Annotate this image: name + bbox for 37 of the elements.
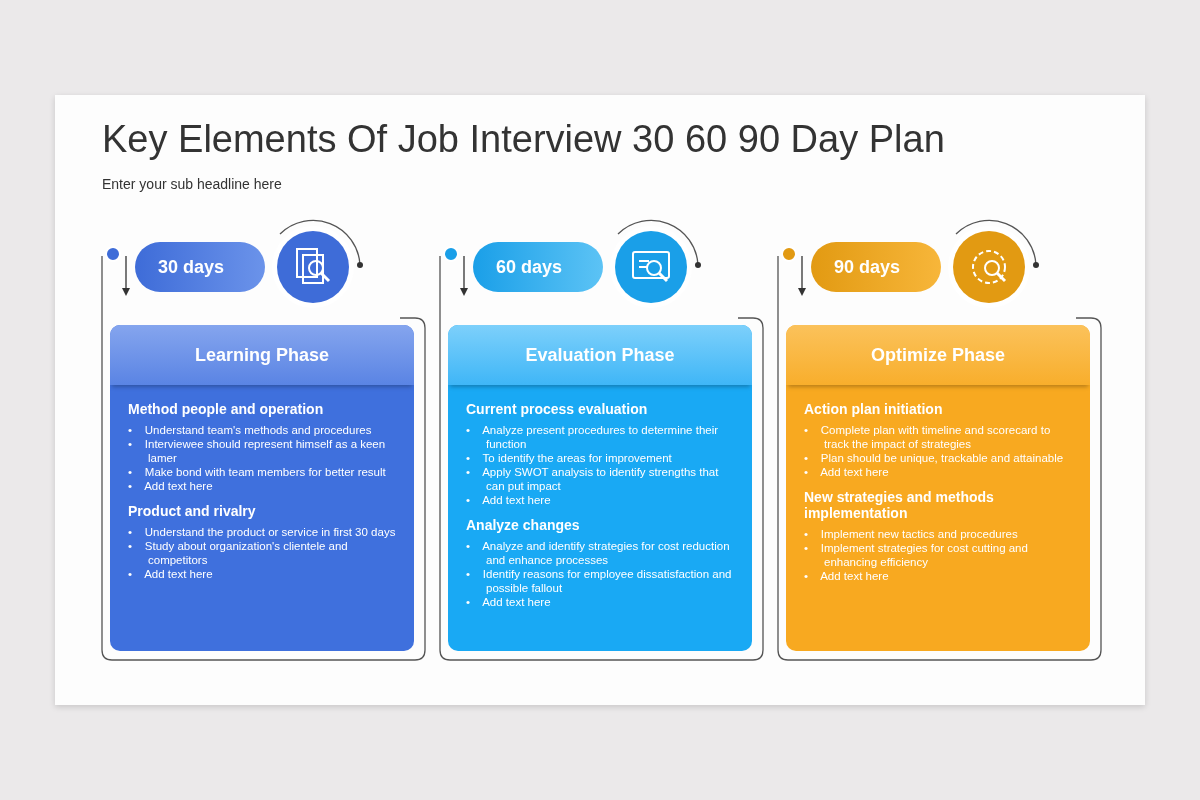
card-header: Evaluation Phase [448,325,752,385]
bullet-text: • To identify the areas for improvement [466,451,673,465]
section-heading: New strategies and methods implementation [804,489,995,521]
bullet-text: • Complete plan with timeline and scorecard to track the impact of strategies [804,423,1052,451]
bullet-text: • Analyze and identify strategies for cost reduction and enhance processes [466,539,731,567]
bullet-text: • Implement new tactics and procedures [804,527,1019,541]
bullet-text: • Implement strategies for cost cutting and enhancing efficiency [804,541,1029,569]
section-heading: Current process evaluation [466,401,649,417]
card-header: Learning Phase [110,325,414,385]
phase-card [110,325,414,651]
bullet-text: • Add text here [128,479,214,493]
bullet-text: • Study about organization's clientele and competitors [128,539,349,567]
section-heading: Method people and operation [128,401,325,417]
day-pill: 30 days [135,242,265,292]
section-heading: Analyze changes [466,517,581,533]
bullet-text: • Analyze present procedures to determine their function [466,423,720,451]
phase-card [786,325,1090,651]
bullet-text: • Interviewee should represent himself as a keen lamer [128,437,387,465]
bullet-text: • Identify reasons for employee dissatisfaction and possible fallout [466,567,733,595]
phase-card [448,325,752,651]
title: Key Elements Of Job Interview 30 60 90 Day Plan [102,118,945,161]
bullet-text: • Apply SWOT analysis to identify strengths that can put impact [466,465,720,493]
bullet-text: • Add text here [466,493,552,507]
subheadline: Enter your sub headline here [102,176,282,192]
section-heading: Product and rivalry [128,503,257,519]
bullet-text: • Understand team's methods and procedures [128,423,373,437]
bullet-text: • Understand the product or service in first 30 days [128,525,397,539]
day-pill: 60 days [473,242,603,292]
bullet-text: • Plan should be unique, trackable and attainable [804,451,1065,465]
day-pill: 90 days [811,242,941,292]
bullet-text: • Make bond with team members for better result [128,465,387,479]
section-heading: Action plan initiation [804,401,944,417]
card-header: Optimize Phase [786,325,1090,385]
bullet-text: • Add text here [804,465,890,479]
bullet-text: • Add text here [466,595,552,609]
bullet-text: • Add text here [804,569,890,583]
bullet-text: • Add text here [128,567,214,581]
